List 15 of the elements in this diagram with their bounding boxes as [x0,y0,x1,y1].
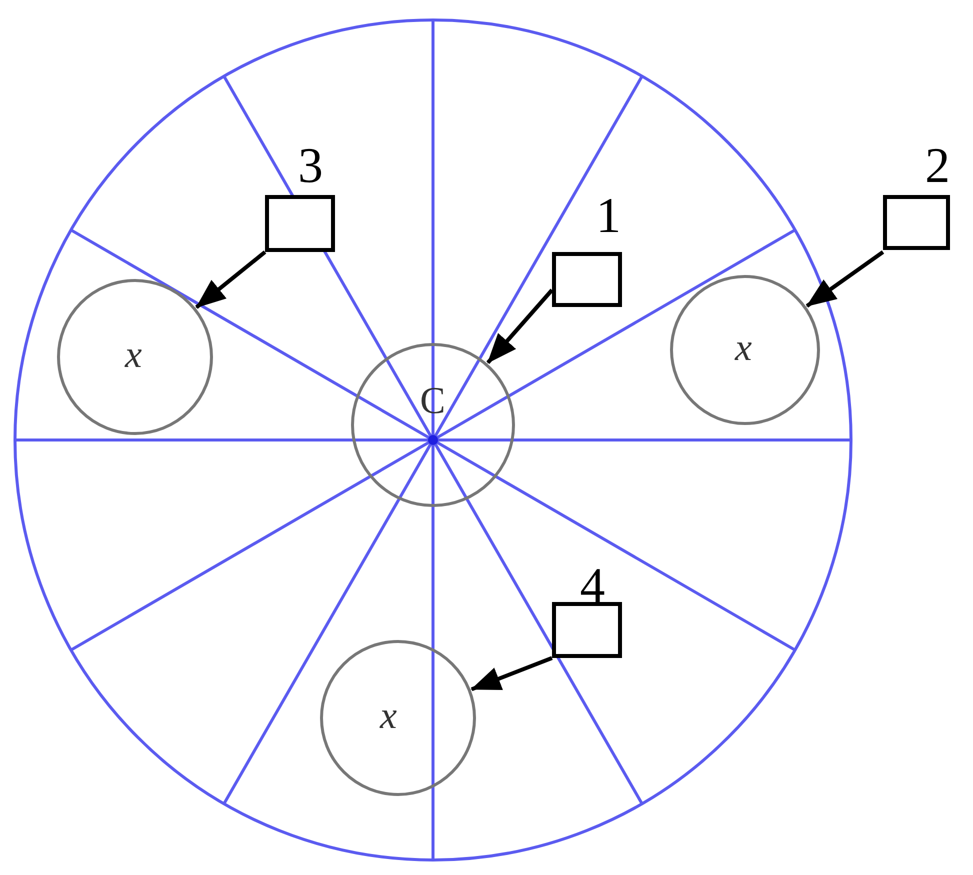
circle-outline [57,279,213,435]
arrow [486,288,554,364]
callout-number: 3 [298,140,323,190]
callout-number: 4 [580,560,605,610]
arrow [806,250,884,308]
circle-outline [320,640,476,796]
circle-label: x [125,336,142,374]
callout-number: 1 [596,190,621,240]
arrow [195,250,266,309]
circle-outline [670,275,820,425]
circle-label: x [380,697,397,735]
circle-label: x [735,329,752,367]
arrow [470,656,553,692]
callout-number: 2 [925,140,950,190]
circle-outline [351,343,515,507]
